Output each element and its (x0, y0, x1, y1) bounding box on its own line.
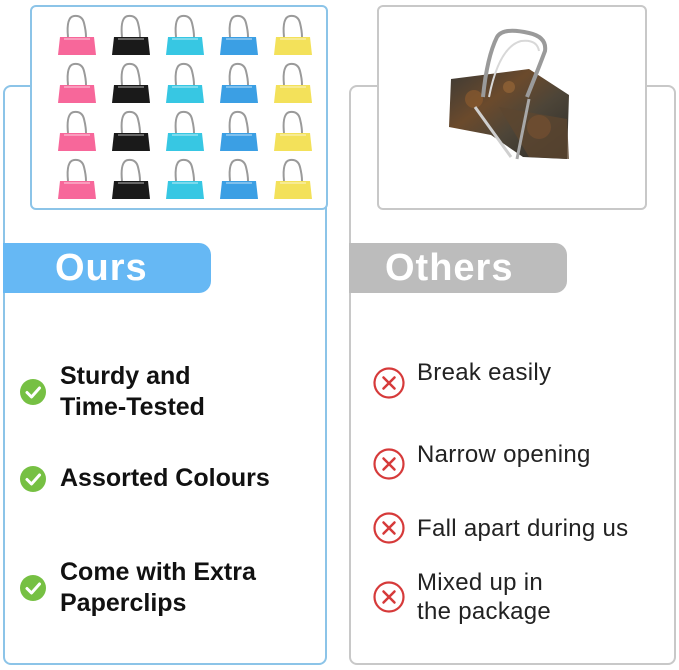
feature-text-line1: Sturdy and (60, 362, 191, 390)
binder-clip (220, 14, 258, 55)
binder-clip (220, 158, 258, 199)
drawback-text-line1: Fall apart during us (417, 514, 629, 542)
binder-clip (112, 158, 150, 199)
binder-clip (166, 14, 204, 55)
others-heading: Others (349, 243, 567, 293)
binder-clip (166, 62, 204, 103)
red-x-icon (373, 448, 405, 480)
binder-clip (112, 110, 150, 151)
feature-item: Come with Extra Paperclips (20, 557, 256, 619)
red-x-icon (373, 512, 405, 544)
binder-clip (112, 14, 150, 55)
binder-clip (274, 158, 312, 199)
drawback-text-line2: the package (417, 598, 552, 625)
drawback-item: Mixed up in the package (373, 568, 551, 626)
ours-binder-clips-image (30, 5, 328, 210)
drawback-item: Fall apart during us (373, 512, 628, 544)
green-check-icon (20, 379, 46, 405)
binder-clip (166, 110, 204, 151)
binder-clip (112, 62, 150, 103)
binder-clip (274, 14, 312, 55)
feature-item: Sturdy and Time-Tested (20, 361, 205, 423)
feature-item: Assorted Colours (20, 463, 270, 494)
binder-clip (58, 14, 96, 55)
feature-text-line2: Paperclips (60, 589, 187, 617)
rusty-binder-clip-image (449, 28, 569, 160)
drawback-text-line1: Break easily (417, 358, 552, 386)
feature-text-line1: Assorted Colours (60, 464, 270, 492)
green-check-icon (20, 575, 46, 601)
drawback-item: Break easily (373, 359, 551, 399)
red-x-icon (373, 367, 405, 399)
feature-text-line2: Time-Tested (60, 393, 205, 421)
green-check-icon (20, 465, 46, 492)
binder-clip (274, 110, 312, 151)
drawback-text-line1: Narrow opening (417, 440, 591, 468)
drawback-text-line1: Mixed up in (417, 569, 544, 596)
binder-clip (220, 110, 258, 151)
binder-clip (274, 62, 312, 103)
binder-clip (166, 158, 204, 199)
feature-text-line1: Come with Extra (60, 558, 256, 586)
others-rusty-clip-image (377, 5, 647, 210)
red-x-icon (373, 581, 405, 613)
drawback-item: Narrow opening (373, 441, 591, 480)
ours-heading: Ours (3, 243, 211, 293)
binder-clip (58, 110, 96, 151)
binder-clip (58, 158, 96, 199)
colorful-binder-clips-grid (58, 14, 312, 199)
binder-clip (220, 62, 258, 103)
binder-clip (58, 62, 96, 103)
